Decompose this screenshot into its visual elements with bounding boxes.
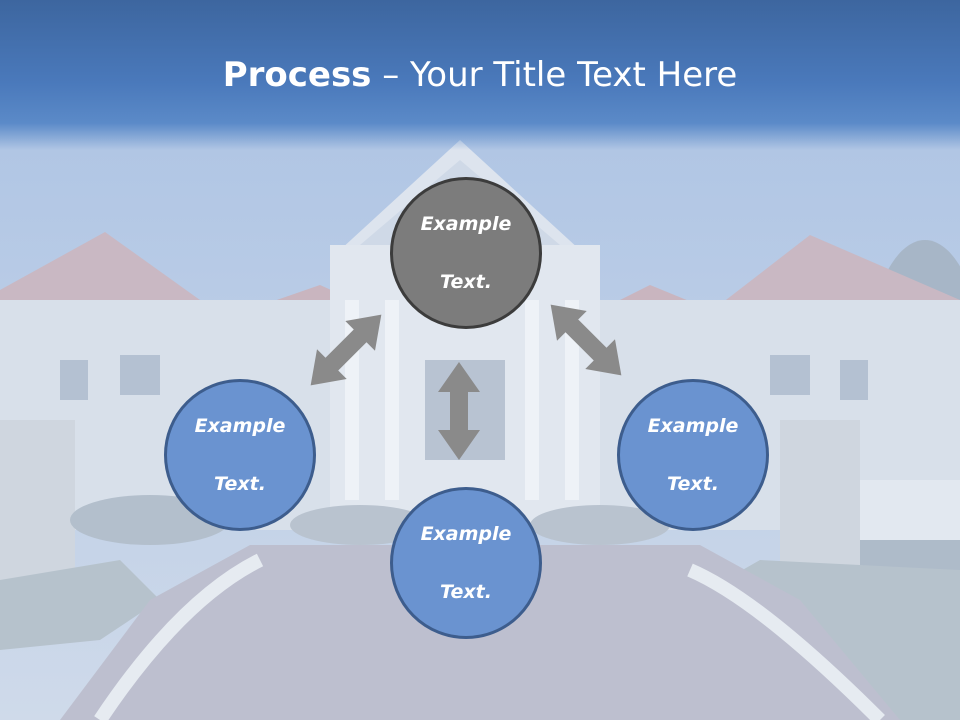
- node-right-line2: Text.: [667, 472, 719, 495]
- double-arrow-diagonal-left: [310, 314, 382, 386]
- node-bottom-line2: Text.: [440, 580, 492, 603]
- slide-title: Process – Your Title Text Here: [0, 52, 960, 98]
- node-left-line1: Example: [194, 414, 286, 437]
- double-arrow-vertical: [438, 362, 480, 460]
- node-top-line1: Example: [420, 212, 512, 235]
- title-bar: [0, 0, 960, 150]
- node-right-line1: Example: [647, 414, 739, 437]
- title-rest: – Your Title Text Here: [371, 55, 738, 95]
- node-top-line2: Text.: [440, 270, 492, 293]
- double-arrow-diagonal-right: [550, 304, 622, 376]
- title-bold: Process: [222, 55, 372, 95]
- node-left-line2: Text.: [214, 472, 266, 495]
- node-bottom-line1: Example: [420, 522, 512, 545]
